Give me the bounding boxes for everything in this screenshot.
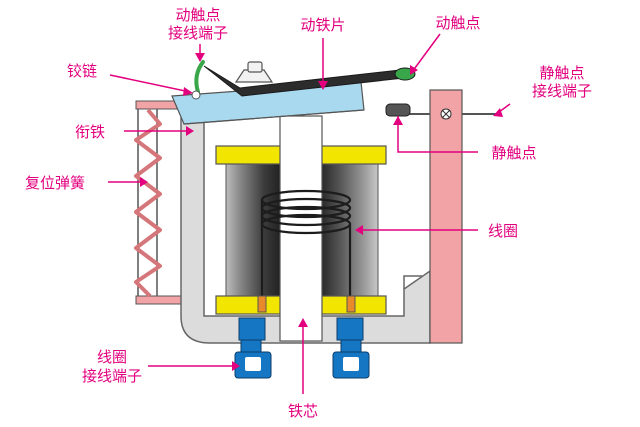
- label-coil: 线圈: [488, 222, 518, 240]
- iron-core: [279, 115, 323, 342]
- hinge-wire: [191, 60, 416, 100]
- coil-terminal-right: [332, 295, 370, 379]
- arrowheads: [140, 53, 503, 371]
- armature-frame: [180, 108, 431, 344]
- label-static-contact: 静触点: [491, 144, 536, 162]
- label-moving-contact-terminal-line1: 动触点: [175, 6, 220, 24]
- label-moving-contact-terminal-line2: 接线端子: [168, 24, 228, 42]
- label-static-contact-terminal-line1: 静触点: [539, 64, 584, 82]
- label-coil-terminal-line1: 线圈: [97, 348, 127, 366]
- leader-lines: [108, 33, 511, 394]
- label-iron-core: 铁芯: [288, 402, 318, 420]
- label-return-spring: 复位弹簧: [25, 174, 85, 192]
- label-armature: 衔铁: [75, 123, 105, 141]
- label-moving-contact: 动触点: [435, 14, 480, 32]
- label-static-contact-terminal-line2: 接线端子: [532, 82, 592, 100]
- coil-winding: [260, 189, 352, 300]
- static-contact-post: [429, 89, 463, 344]
- label-hinge: 铰链: [67, 62, 97, 80]
- label-coil-terminal-line2: 接线端子: [82, 367, 142, 385]
- return-spring: [134, 100, 183, 305]
- label-armature-plate: 动铁片: [300, 16, 345, 34]
- contact-rivet: [234, 61, 274, 83]
- coil-terminal-left: [234, 295, 272, 379]
